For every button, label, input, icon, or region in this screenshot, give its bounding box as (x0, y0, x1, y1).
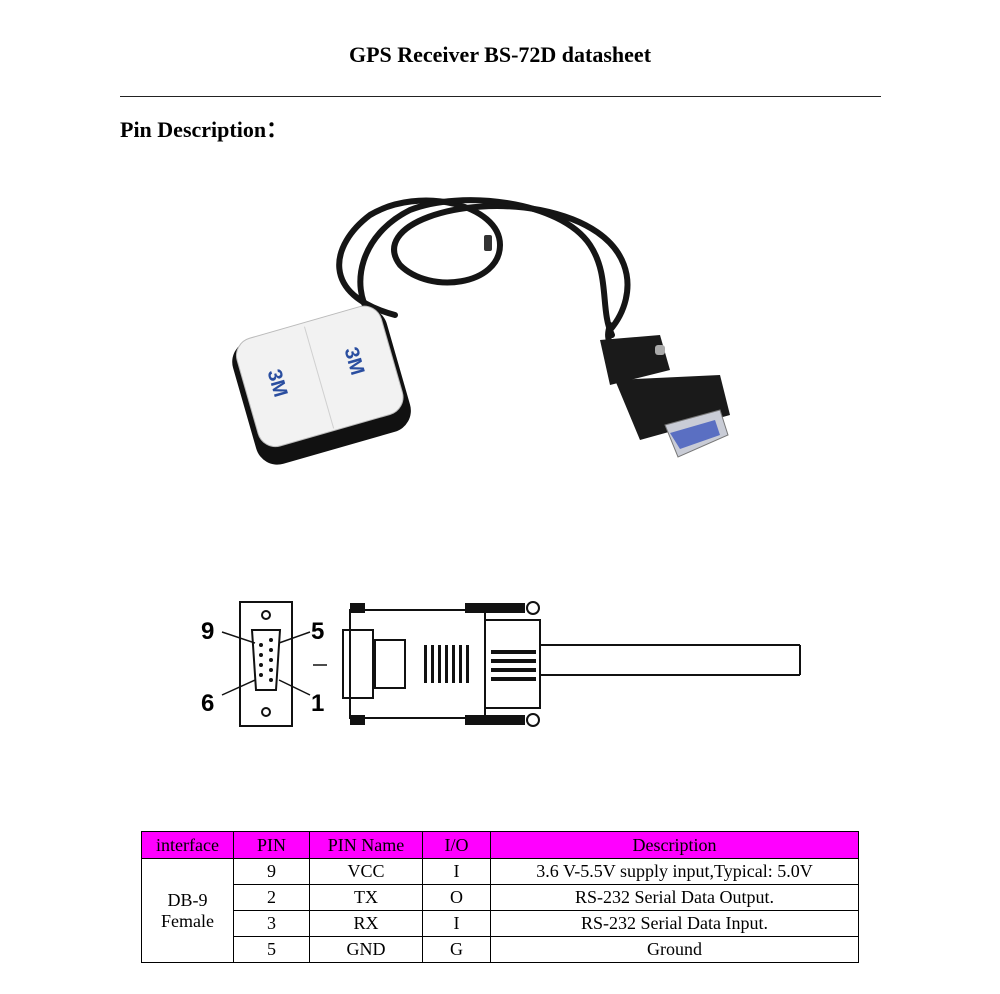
pin-description-table: interface PIN PIN Name I/O Description D… (141, 831, 859, 963)
db9-connector-drawing: 9 5 6 1 (201, 601, 801, 727)
table-header-row: interface PIN PIN Name I/O Description (141, 831, 859, 859)
pin-label-1: 1 (311, 690, 324, 717)
header-description: Description (490, 831, 859, 859)
pin-label-6: 6 (201, 690, 214, 717)
pin-description: RS-232 Serial Data Input. (490, 910, 859, 937)
header-interface: interface (141, 831, 234, 859)
document-title: GPS Receiver BS-72D datasheet (348, 42, 652, 67)
table-row: DB-9 Female 9 VCC I 3.6 V-5.5V supply in… (141, 858, 859, 963)
table-row: 5 GND G Ground (142, 936, 859, 963)
pin-name: TX (309, 884, 423, 911)
table-row: 2 TX O RS-232 Serial Data Output. (142, 884, 859, 911)
interface-gender: Female (161, 910, 214, 931)
pin-label-9: 9 (201, 618, 214, 645)
pin-label-5: 5 (311, 618, 324, 645)
pin-number: 9 (233, 858, 310, 885)
pin-io: O (422, 884, 491, 911)
pin-number: 2 (233, 884, 310, 911)
interface-type: DB-9 (167, 889, 208, 910)
header-io: I/O (422, 831, 491, 859)
pin-description: Ground (490, 936, 859, 963)
pin-number: 5 (233, 936, 310, 963)
product-photo: 3M 3M (232, 197, 730, 465)
pin-number: 3 (233, 910, 310, 937)
pin-io: I (422, 858, 491, 885)
pin-io: I (422, 910, 491, 937)
pin-description: 3.6 V-5.5V supply input,Typical: 5.0V (490, 858, 859, 885)
interface-cell: DB-9 Female (141, 858, 234, 963)
pin-name: RX (309, 910, 423, 937)
pin-name: VCC (309, 858, 423, 885)
header-pin: PIN (233, 831, 310, 859)
title-divider (120, 96, 881, 97)
section-heading: Pin Description： (120, 117, 289, 142)
pin-io: G (422, 936, 491, 963)
pin-name: GND (309, 936, 423, 963)
table-row: 3 RX I RS-232 Serial Data Input. (142, 910, 859, 937)
header-pin-name: PIN Name (309, 831, 423, 859)
pin-description: RS-232 Serial Data Output. (490, 884, 859, 911)
